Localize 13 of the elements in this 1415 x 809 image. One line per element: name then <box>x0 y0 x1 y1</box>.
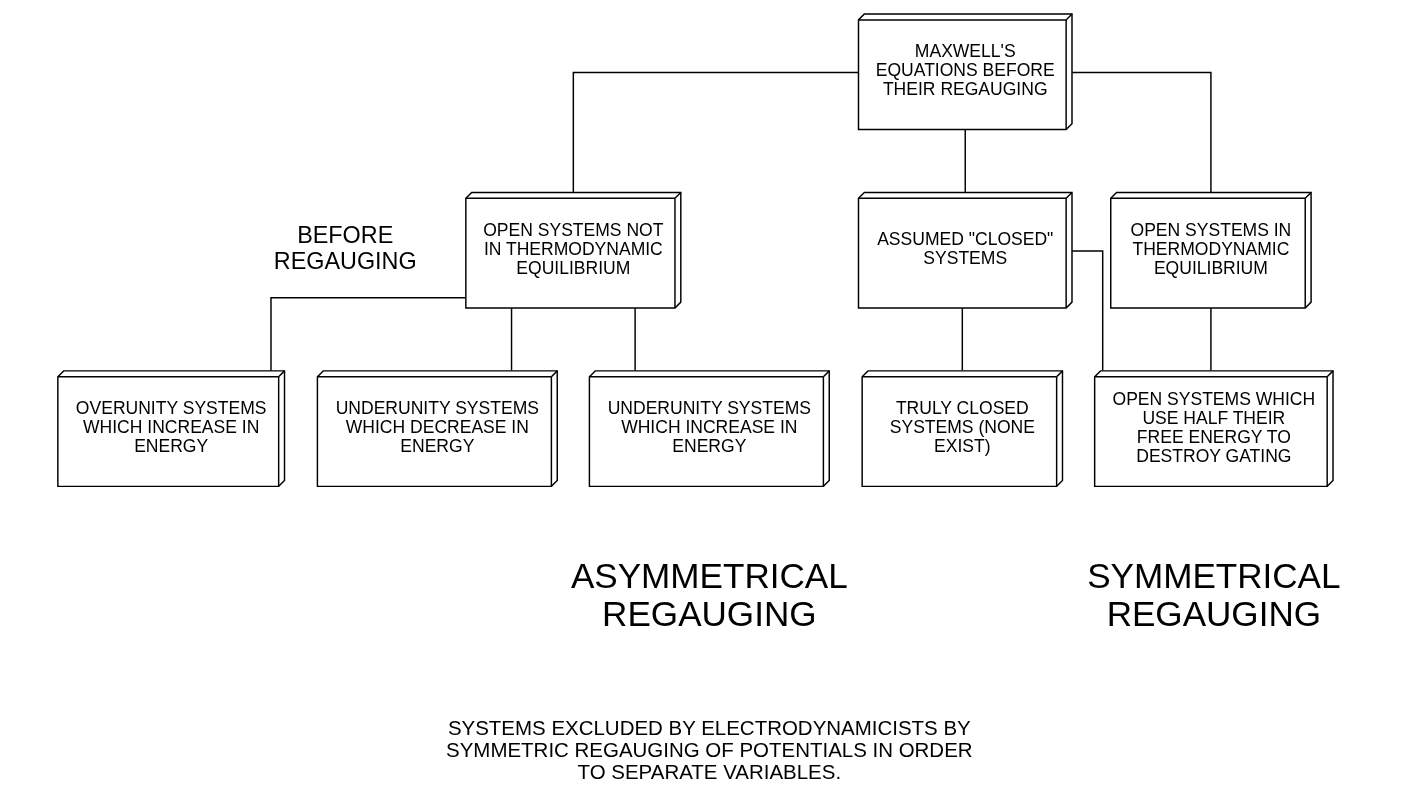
connector <box>270 297 467 372</box>
label: SYMMETRICAL REGAUGING <box>1087 555 1341 633</box>
label: BEFORE REGAUGING <box>273 221 417 274</box>
connector <box>1210 307 1212 372</box>
connector <box>572 71 859 193</box>
connector <box>634 307 636 372</box>
connector <box>1071 71 1212 193</box>
label: SYSTEMS EXCLUDED BY ELECTRODYNAMICISTS BY SYMMETRIC REGAUGING OF POTENTIALS IN ORDER TO SEPARATE VARIABLES. <box>446 716 973 784</box>
connector <box>1071 250 1104 372</box>
connector <box>961 307 964 372</box>
connector <box>964 129 966 193</box>
label: ASYMMETRICAL REGAUGING <box>570 555 848 633</box>
connector <box>510 307 513 372</box>
